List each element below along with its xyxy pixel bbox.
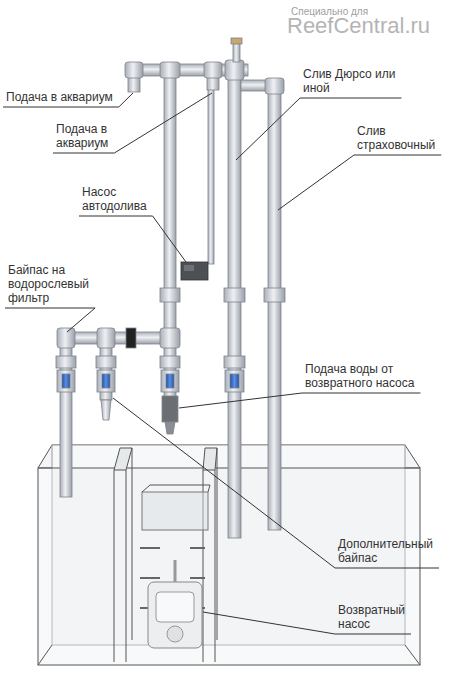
leader-line [278,155,354,210]
callout-label: Дополнительный байпас [338,537,446,565]
callout-label: Слив страховочный [357,124,429,152]
leader-line [203,612,335,634]
leader-line [302,393,420,394]
leader-line [53,153,114,154]
callout-label: Байпас на водорослевый фильтр [8,263,120,305]
leader-line [113,398,335,568]
leader-line [300,98,401,99]
watermark: ReefCentral.ru [287,13,447,38]
callout-label: Подача в аквариум [56,122,126,150]
leader-line [354,155,441,156]
callout-label: Подача в аквариум [6,90,118,104]
leader-line [79,216,153,217]
leader-line [3,107,119,108]
leader-line [335,634,411,635]
return-pump [148,560,202,648]
pipes [56,38,285,538]
leader-line [335,568,439,569]
callout-label: Слив Дюрсо или иной [303,67,415,95]
callout-label: Возвратный насос [338,603,424,631]
leader-line [114,93,212,153]
leader-line [119,93,133,107]
leader-line [5,308,95,309]
leader-line [67,308,95,332]
leader-line [179,393,302,408]
leader-line [153,216,186,262]
leader-line [236,98,300,160]
callout-label: Насос автодолива [82,185,158,213]
callout-label: Подача воды от возвратного насоса [305,362,417,390]
